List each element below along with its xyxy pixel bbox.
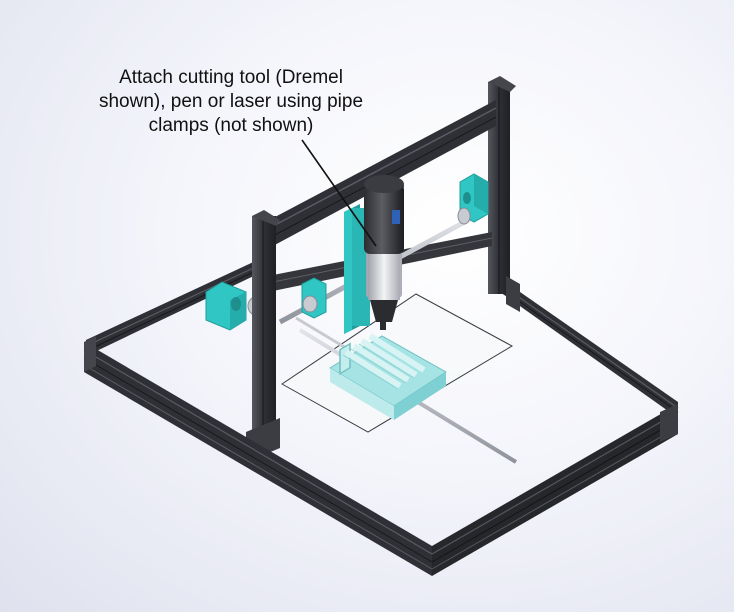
callout-line-2: shown), pen or laser using pipe — [98, 91, 364, 112]
stepper-motor-icon — [457, 173, 489, 225]
gantry-right — [488, 76, 520, 312]
left-upright — [252, 216, 276, 448]
base-frame-front — [83, 336, 679, 576]
leader-line-icon — [301, 139, 377, 247]
base-frame — [85, 258, 679, 418]
callout-line-3: clamps (not shown) — [148, 115, 314, 136]
base-back-right-rail — [500, 278, 678, 418]
bearing-block — [301, 277, 327, 319]
carriage-plate — [344, 204, 370, 334]
callout-annotation: Attach cutting tool (Dremel shown), pen … — [86, 66, 376, 138]
base-back-left-rail — [86, 258, 262, 356]
dremel-tool-icon — [364, 175, 404, 330]
work-clamp — [329, 333, 447, 420]
callout-line-1: Attach cutting tool (Dremel — [119, 67, 343, 88]
gantry-left — [246, 210, 280, 462]
base-front-right-rail — [432, 404, 678, 576]
